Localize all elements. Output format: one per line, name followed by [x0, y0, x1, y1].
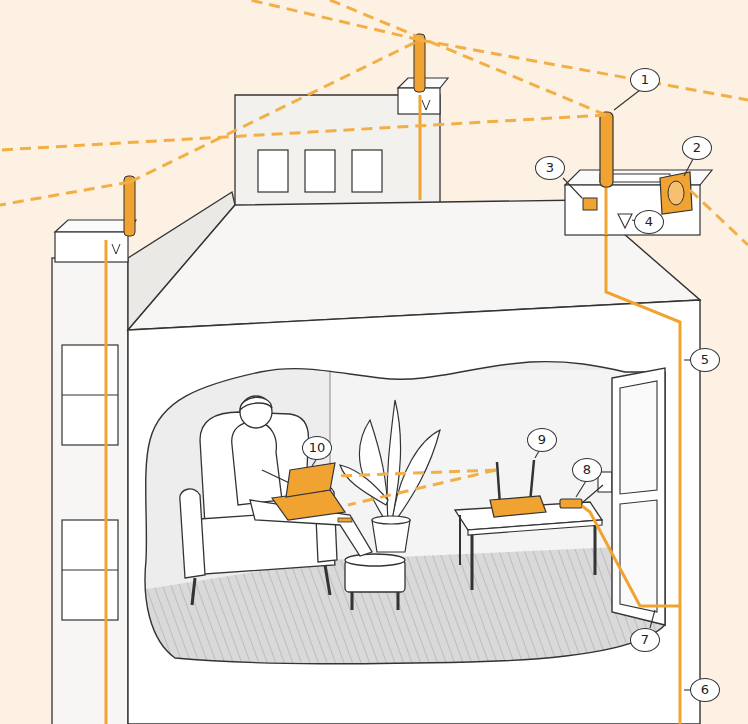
- callout-number: 9: [527, 428, 557, 452]
- laptop: [272, 463, 345, 520]
- callout-number: 1: [630, 68, 660, 92]
- callout-number: 3: [535, 156, 565, 180]
- leader-lines: [312, 90, 696, 690]
- antenna: [600, 112, 613, 187]
- callout-number: 2: [682, 136, 712, 160]
- callout-number: 10: [302, 436, 332, 460]
- window: [612, 368, 665, 625]
- cables: [582, 185, 680, 724]
- ottoman: [345, 554, 405, 610]
- modem: [560, 499, 582, 508]
- signal-lines: [0, 0, 748, 505]
- callout-number: 5: [690, 348, 720, 372]
- callout-number: 6: [690, 678, 720, 702]
- coffee-table: [455, 502, 602, 590]
- callout-number: 7: [630, 628, 660, 652]
- rooftop-box: [565, 170, 712, 235]
- callout-number: 4: [634, 210, 664, 234]
- room-cutaway: [140, 355, 670, 680]
- callout-number: 8: [572, 458, 602, 482]
- router: [490, 460, 546, 517]
- main-building: [128, 200, 700, 724]
